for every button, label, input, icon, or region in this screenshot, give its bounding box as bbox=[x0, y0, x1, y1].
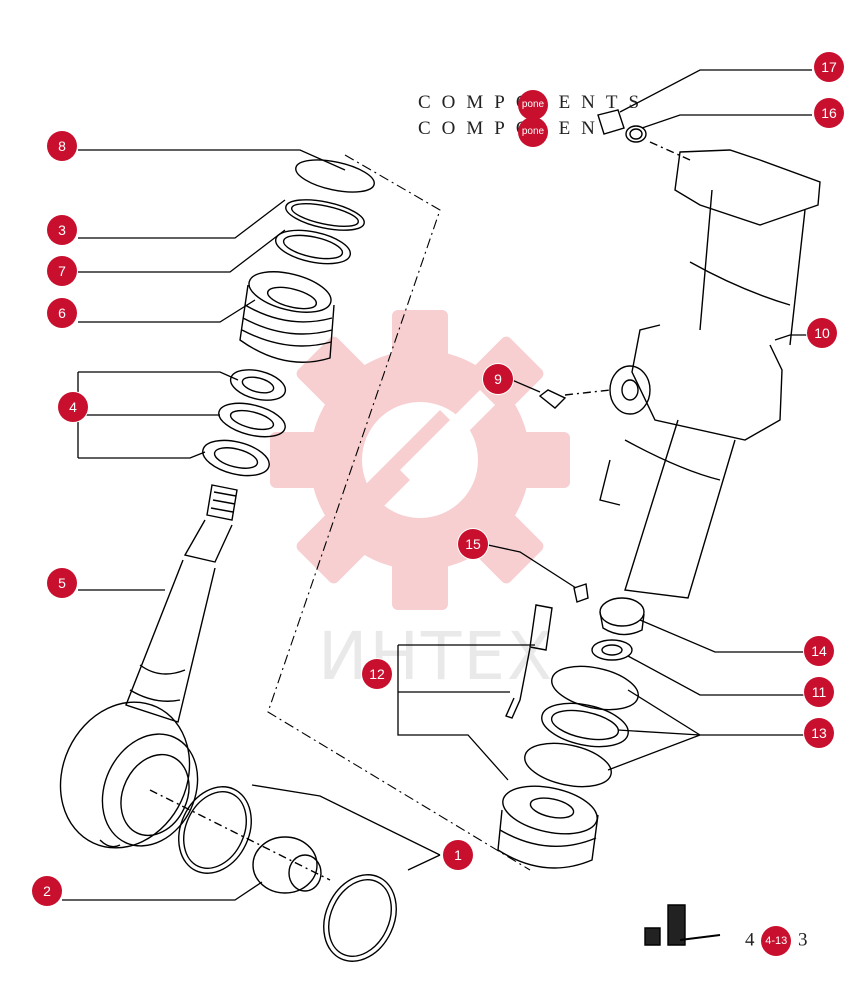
callout-7[interactable]: 7 bbox=[47, 256, 77, 286]
callout-15[interactable]: 15 bbox=[458, 529, 488, 559]
watermark-text: ИНТЕХ bbox=[318, 618, 555, 695]
callout-17[interactable]: 17 bbox=[814, 52, 844, 82]
callout-5[interactable]: 5 bbox=[47, 568, 77, 598]
callout-9[interactable]: 9 bbox=[483, 364, 513, 394]
callout-6[interactable]: 6 bbox=[47, 298, 77, 328]
page-prefix: 4 bbox=[745, 929, 755, 951]
heading-badge-2: pone bbox=[518, 117, 548, 147]
page-badge[interactable]: 4-13 bbox=[761, 926, 792, 956]
callout-14[interactable]: 14 bbox=[804, 636, 834, 666]
callout-1[interactable]: 1 bbox=[443, 840, 473, 870]
callout-3[interactable]: 3 bbox=[47, 215, 77, 245]
callout-11[interactable]: 11 bbox=[804, 677, 834, 707]
page-suffix: 3 bbox=[798, 929, 808, 951]
page-reference: 4 4-13 3 bbox=[745, 926, 808, 956]
callout-12[interactable]: 12 bbox=[362, 659, 392, 689]
callout-10[interactable]: 10 bbox=[807, 318, 837, 348]
callout-13[interactable]: 13 bbox=[804, 718, 834, 748]
callout-16[interactable]: 16 bbox=[814, 98, 844, 128]
callout-4[interactable]: 4 bbox=[58, 392, 88, 422]
callout-8[interactable]: 8 bbox=[47, 131, 77, 161]
callout-2[interactable]: 2 bbox=[32, 876, 62, 906]
heading-badge-1: pone bbox=[518, 90, 548, 120]
